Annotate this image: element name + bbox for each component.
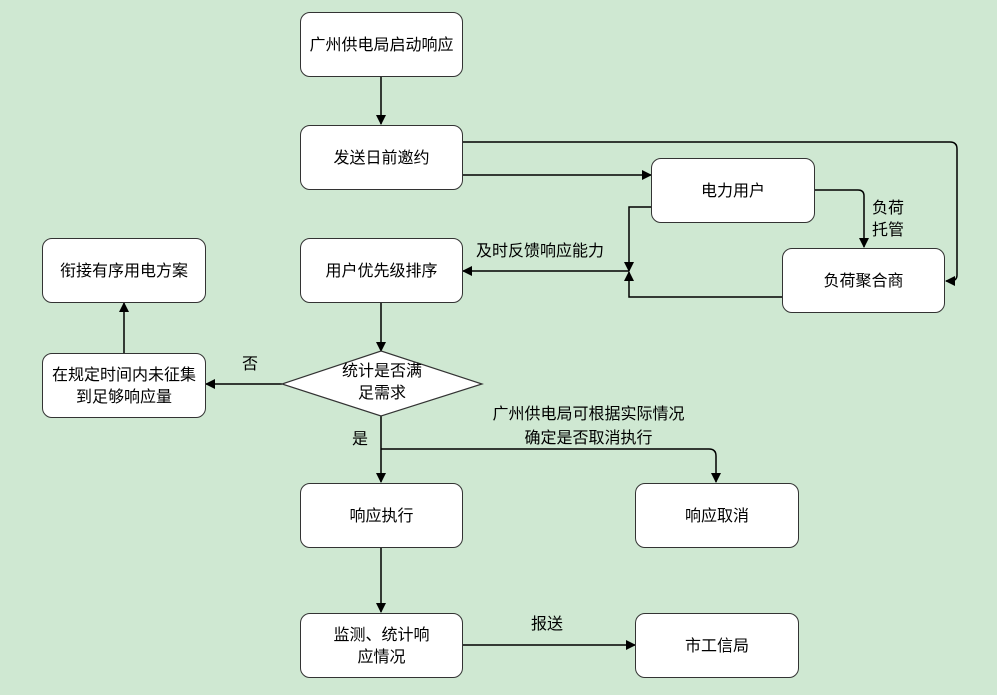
edge-decision-cancel [381, 448, 721, 483]
edge-poweruser-feedback [624, 206, 651, 272]
priority-label: 用户优先级排序 [325, 260, 438, 280]
load-trust-text: 负荷托管 [871, 198, 904, 239]
power-user-label: 电力用户 [700, 180, 765, 200]
execute-node: 响应执行 [300, 483, 463, 548]
priority-node: 用户优先级排序 [300, 238, 463, 303]
invite-label: 发送日前邀约 [333, 147, 430, 167]
fallback-node: 在规定时间内未征集到足够响应量 [42, 353, 206, 418]
decision-text: 统计是否满足需求 [342, 361, 423, 402]
cancel-node: 响应取消 [635, 483, 799, 548]
fallback-label: 在规定时间内未征集到足够响应量 [51, 364, 196, 406]
label-feedback: 及时反馈响应能力 [476, 240, 604, 262]
orderly-node: 衔接有序用电方案 [42, 238, 206, 303]
cancel-label: 响应取消 [684, 505, 749, 525]
edge-aggregator-feedback [624, 271, 782, 298]
start-label: 广州供电局启动响应 [309, 34, 454, 54]
report-text: 报送 [531, 614, 564, 633]
decision-diamond [280, 350, 484, 417]
label-load-trust: 负荷托管 [870, 197, 906, 241]
no-text: 否 [242, 354, 259, 373]
label-cancel-note: 广州供电局可根据实际情况确定是否取消执行 [486, 402, 691, 450]
edge-invite-aggregator [462, 141, 958, 286]
yes-text: 是 [352, 429, 369, 448]
execute-label: 响应执行 [349, 505, 414, 525]
aggregator-node: 负荷聚合商 [782, 248, 945, 313]
cancel-note-text: 广州供电局可根据实际情况确定是否取消执行 [492, 404, 685, 447]
aggregator-label: 负荷聚合商 [823, 270, 904, 290]
invite-node: 发送日前邀约 [300, 125, 463, 190]
label-yes: 是 [352, 428, 368, 450]
monitor-node: 监测、统计响应情况 [300, 613, 463, 678]
decision-label: 统计是否满足需求 [312, 360, 452, 404]
feedback-text: 及时反馈响应能力 [476, 241, 605, 260]
start-node: 广州供电局启动响应 [300, 12, 463, 77]
monitor-label: 监测、统计响应情况 [333, 624, 430, 666]
orderly-label: 衔接有序用电方案 [59, 260, 188, 280]
city-node: 市工信局 [635, 613, 799, 678]
edge-poweruser-aggregator [815, 189, 869, 248]
label-no: 否 [242, 353, 258, 375]
power-user-node: 电力用户 [651, 158, 815, 223]
label-report: 报送 [531, 613, 563, 635]
city-label: 市工信局 [684, 635, 749, 655]
